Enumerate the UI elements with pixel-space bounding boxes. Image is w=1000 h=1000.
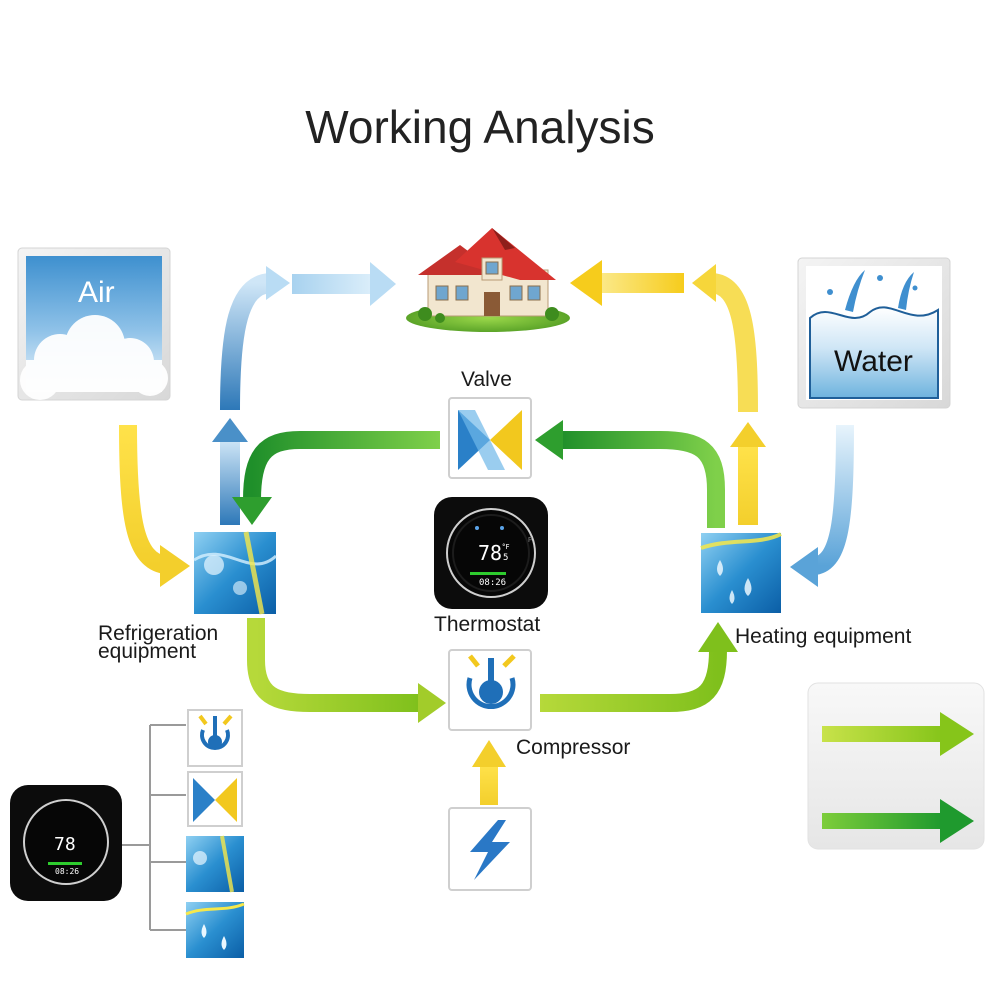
thermostat-device: F xyxy=(434,497,548,609)
valve-label: Valve xyxy=(461,368,512,391)
power-tile xyxy=(448,807,532,891)
compressor-icon xyxy=(466,654,516,710)
air-to-refrigeration-arrow xyxy=(119,424,190,587)
legend-lime-arrow xyxy=(822,712,974,756)
blue-to-house-arrow xyxy=(292,262,396,306)
tree-compressor-icon xyxy=(187,709,243,767)
svg-text:F: F xyxy=(528,537,532,544)
refrigeration-up-arrow xyxy=(212,418,248,525)
heating-up-arrow xyxy=(730,422,766,525)
power-to-compressor-arrow xyxy=(472,740,506,805)
valve-icon xyxy=(458,410,522,470)
refrigeration-equipment-tile xyxy=(193,531,278,615)
water-label: Water xyxy=(834,345,913,378)
valve-tile xyxy=(448,397,532,479)
thermostat-label: Thermostat xyxy=(434,613,541,636)
svg-text:08:26: 08:26 xyxy=(55,867,79,876)
green-valve-to-refrigeration-arrow xyxy=(232,431,440,525)
thermostat-decimal-text: 5 xyxy=(503,553,508,563)
tree-refrigeration-icon xyxy=(186,835,244,893)
house-icon xyxy=(406,228,570,332)
blue-curve-to-house-arrow xyxy=(220,266,290,411)
green-heating-to-valve-arrow xyxy=(535,420,725,528)
legend-box xyxy=(807,682,985,850)
tree-thermostat-icon: 78 08:26 xyxy=(10,785,122,901)
cloud-icon xyxy=(20,315,168,400)
water-to-heating-arrow xyxy=(790,424,854,587)
thermostat-unit-text: °F xyxy=(502,543,510,551)
yellow-curve-to-house-arrow xyxy=(692,264,758,413)
splash-icon xyxy=(827,270,918,312)
lime-compressor-to-heating-arrow xyxy=(540,622,738,712)
compressor-label: Compressor xyxy=(516,736,631,759)
water-tile xyxy=(797,257,951,409)
svg-text:78: 78 xyxy=(54,834,76,855)
heating-label: Heating equipment xyxy=(735,625,912,648)
heating-icon xyxy=(700,532,782,604)
compressor-tile xyxy=(448,649,532,731)
air-label: Air xyxy=(78,276,115,309)
lime-refrigeration-to-compressor-arrow xyxy=(247,618,446,723)
page-title: Working Analysis xyxy=(305,101,655,153)
thermostat-time-text: 08:26 xyxy=(479,578,506,588)
power-icon xyxy=(470,820,510,880)
heating-equipment-tile xyxy=(700,532,782,613)
air-tile xyxy=(17,247,171,401)
refrigeration-label-line1: Refrigeration xyxy=(98,622,219,645)
thermostat-temp-text: 78 xyxy=(478,541,502,565)
refrigeration-icon xyxy=(193,531,278,615)
tree-valve-icon xyxy=(187,771,243,827)
component-tree: 78 08:26 xyxy=(10,709,245,958)
tree-heating-icon xyxy=(185,902,245,958)
yellow-to-house-arrow xyxy=(570,260,684,306)
refrigeration-label-line2: equipment xyxy=(98,640,197,663)
legend-green-arrow xyxy=(822,799,974,843)
